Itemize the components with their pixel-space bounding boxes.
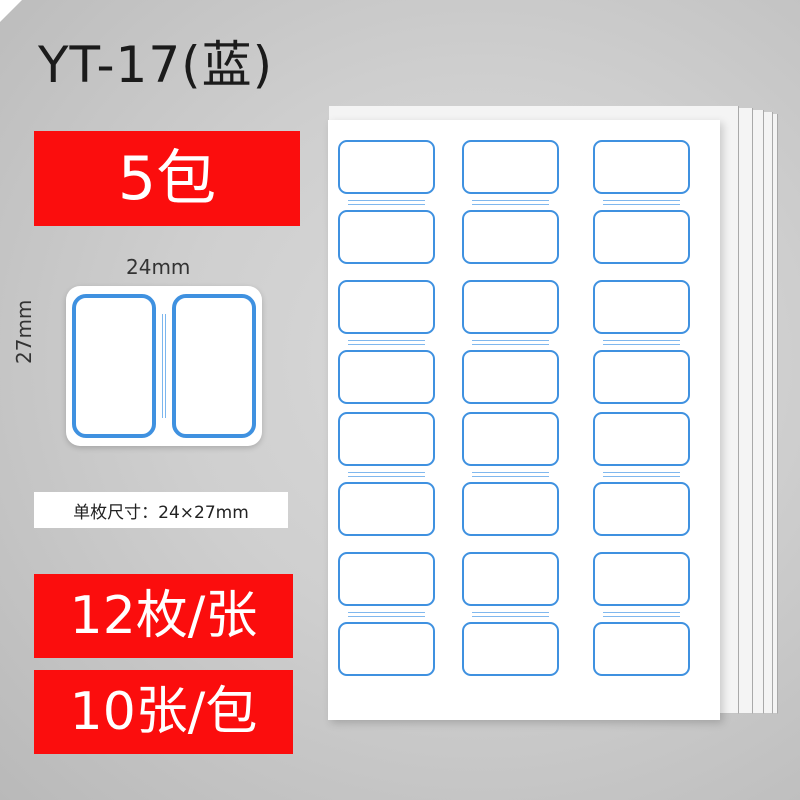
fold-line bbox=[472, 612, 549, 613]
sample-label-illustration bbox=[66, 286, 262, 446]
fold-line bbox=[348, 344, 425, 345]
label-cell bbox=[593, 280, 690, 334]
fold-line bbox=[348, 612, 425, 613]
label-cell bbox=[338, 210, 435, 264]
label-width-dimension: 24mm bbox=[126, 255, 191, 279]
label-cell bbox=[462, 622, 559, 676]
label-pair bbox=[593, 280, 690, 404]
fold-line bbox=[472, 340, 549, 341]
fold-line bbox=[348, 340, 425, 341]
label-cell bbox=[338, 622, 435, 676]
sample-label-fold-line bbox=[162, 314, 166, 418]
label-cell bbox=[338, 140, 435, 194]
single-label-size-note: 单枚尺寸：24×27mm bbox=[34, 492, 288, 528]
sample-label-right-half bbox=[172, 294, 256, 438]
fold-line bbox=[603, 340, 680, 341]
label-cell bbox=[593, 140, 690, 194]
label-cell bbox=[338, 552, 435, 606]
sheets-per-pack-banner: 10张/包 bbox=[34, 670, 293, 754]
label-cell bbox=[338, 280, 435, 334]
sample-label-left-half bbox=[72, 294, 156, 438]
label-cell bbox=[462, 280, 559, 334]
label-pair bbox=[593, 412, 690, 536]
label-pair bbox=[593, 140, 690, 264]
label-height-dimension: 27mm bbox=[12, 299, 36, 364]
label-cell bbox=[593, 482, 690, 536]
label-cell bbox=[338, 482, 435, 536]
fold-line bbox=[348, 200, 425, 201]
product-title: YT-17(蓝) bbox=[38, 36, 274, 94]
label-pair bbox=[462, 280, 559, 404]
label-cell bbox=[462, 412, 559, 466]
fold-line bbox=[348, 616, 425, 617]
labels-per-sheet-banner: 12枚/张 bbox=[34, 574, 293, 658]
label-cell bbox=[593, 412, 690, 466]
label-pair bbox=[338, 280, 435, 404]
label-pair bbox=[462, 552, 559, 676]
fold-line bbox=[603, 612, 680, 613]
label-sheet bbox=[328, 120, 720, 720]
label-pair bbox=[338, 140, 435, 264]
fold-line bbox=[603, 204, 680, 205]
fold-line bbox=[472, 472, 549, 473]
fold-line bbox=[348, 472, 425, 473]
label-cell bbox=[462, 140, 559, 194]
label-cell bbox=[593, 350, 690, 404]
label-cell bbox=[593, 622, 690, 676]
fold-line bbox=[603, 476, 680, 477]
label-pair bbox=[593, 552, 690, 676]
fold-line bbox=[348, 476, 425, 477]
label-pair bbox=[338, 412, 435, 536]
corner-mark bbox=[0, 0, 22, 22]
fold-line bbox=[603, 200, 680, 201]
fold-line bbox=[603, 472, 680, 473]
fold-line bbox=[472, 204, 549, 205]
fold-line bbox=[472, 200, 549, 201]
label-sheet-stack bbox=[328, 104, 788, 724]
fold-line bbox=[472, 476, 549, 477]
label-cell bbox=[462, 552, 559, 606]
label-cell bbox=[338, 350, 435, 404]
label-pair bbox=[462, 412, 559, 536]
label-cell bbox=[462, 210, 559, 264]
label-cell bbox=[593, 210, 690, 264]
pack-count-banner: 5包 bbox=[34, 131, 300, 226]
fold-line bbox=[348, 204, 425, 205]
fold-line bbox=[472, 616, 549, 617]
label-cell bbox=[462, 482, 559, 536]
fold-line bbox=[603, 344, 680, 345]
fold-line bbox=[472, 344, 549, 345]
label-cell bbox=[462, 350, 559, 404]
label-cell bbox=[338, 412, 435, 466]
label-cell bbox=[593, 552, 690, 606]
fold-line bbox=[603, 616, 680, 617]
label-pair bbox=[338, 552, 435, 676]
label-pair bbox=[462, 140, 559, 264]
